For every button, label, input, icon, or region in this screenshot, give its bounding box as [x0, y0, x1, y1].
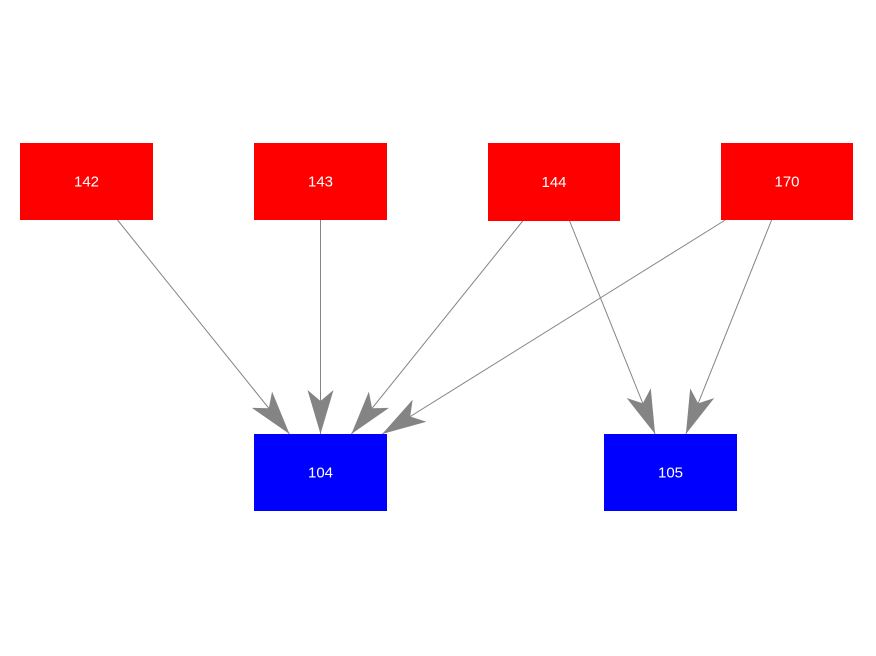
node-144: 144	[488, 143, 620, 221]
node-105-label: 105	[658, 465, 683, 482]
edge-144-104	[351, 220, 524, 435]
edge-170-105	[685, 219, 773, 435]
node-142: 142	[20, 143, 153, 220]
node-170-label: 170	[774, 174, 799, 191]
node-170-box	[721, 143, 853, 220]
node-142-box	[20, 143, 153, 220]
node-142-label: 142	[74, 174, 99, 191]
node-104: 104	[254, 434, 387, 511]
edges-layer	[117, 219, 773, 435]
nodes-layer: 142 143 144 170 104 105	[20, 143, 853, 511]
node-144-box	[488, 143, 620, 221]
node-144-label: 144	[541, 174, 566, 191]
node-105-box	[604, 434, 737, 511]
node-143-label: 143	[308, 174, 333, 191]
node-104-box	[254, 434, 387, 511]
edge-170-104	[381, 219, 726, 435]
edge-142-104	[117, 219, 290, 435]
edge-144-105	[569, 220, 656, 435]
node-143: 143	[254, 143, 387, 220]
node-104-label: 104	[308, 465, 333, 482]
node-105: 105	[604, 434, 737, 511]
node-143-box	[254, 143, 387, 220]
node-170: 170	[721, 143, 853, 220]
